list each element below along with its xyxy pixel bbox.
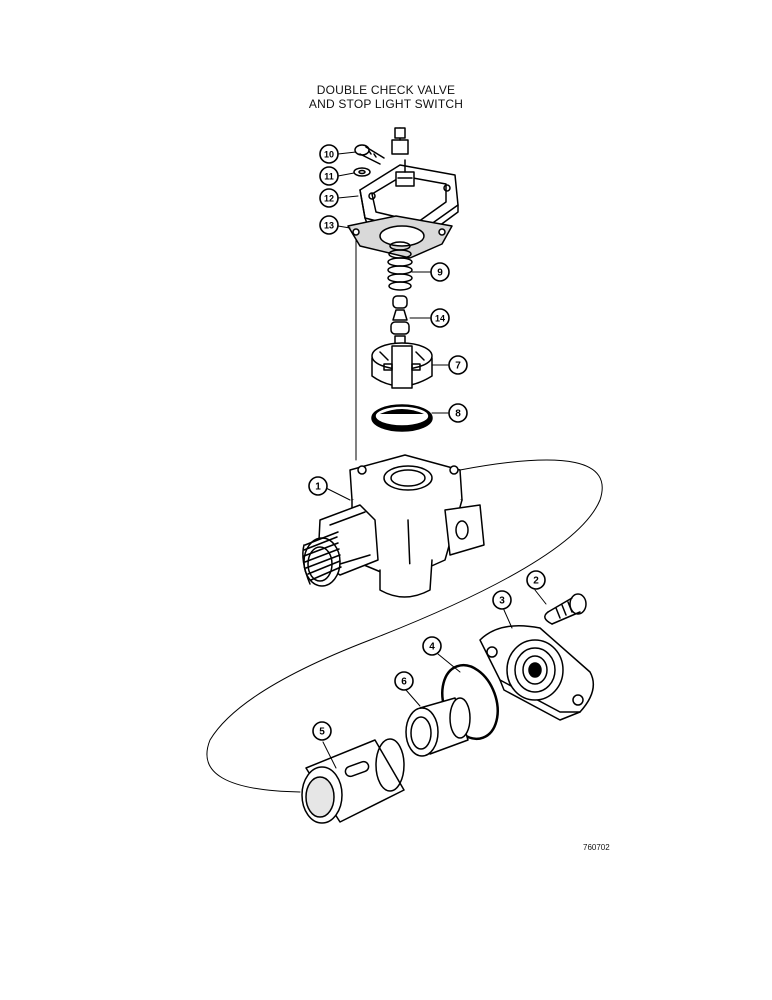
callout-circle bbox=[312, 721, 332, 741]
part-5-sleeve bbox=[301, 738, 405, 824]
callout-label: 5 bbox=[319, 727, 325, 738]
callout-label: 14 bbox=[435, 314, 445, 324]
diagram-title-line2: AND STOP LIGHT SWITCH bbox=[308, 97, 464, 111]
callout-13: 13 bbox=[319, 215, 339, 235]
callout-circle bbox=[430, 308, 450, 328]
part-1-valve-body bbox=[302, 454, 485, 598]
callout-label: 10 bbox=[324, 150, 334, 160]
part-6-valve-seat bbox=[405, 697, 471, 757]
callout-circle bbox=[308, 476, 328, 496]
part-14-plunger bbox=[390, 295, 410, 353]
part-9-spring bbox=[387, 241, 413, 291]
callout-label: 8 bbox=[455, 409, 461, 420]
callout-5: 5 bbox=[312, 721, 332, 741]
callout-circle bbox=[319, 166, 339, 186]
callout-12: 12 bbox=[319, 188, 339, 208]
diagram-title-line1: DOUBLE CHECK VALVE bbox=[316, 83, 456, 97]
figure-reference-number: 760702 bbox=[583, 843, 610, 852]
leader-lines bbox=[322, 151, 547, 769]
callout-11: 11 bbox=[319, 166, 339, 186]
callout-label: 11 bbox=[324, 172, 334, 182]
callout-circle bbox=[394, 671, 414, 691]
callout-14: 14 bbox=[430, 308, 450, 328]
part-10-screw bbox=[354, 144, 385, 165]
part-8-diaphragm bbox=[371, 404, 433, 432]
callout-label: 2 bbox=[533, 576, 539, 587]
part-11-washer bbox=[353, 167, 371, 177]
callout-label: 6 bbox=[401, 677, 407, 688]
callout-label: 9 bbox=[437, 268, 443, 279]
callout-2: 2 bbox=[526, 570, 546, 590]
callout-circle bbox=[319, 144, 339, 164]
callout-circle bbox=[492, 590, 512, 610]
callout-label: 7 bbox=[455, 361, 461, 372]
callout-7: 7 bbox=[448, 355, 468, 375]
part-2-capscrew bbox=[544, 593, 587, 625]
callout-circle bbox=[526, 570, 546, 590]
callout-circle bbox=[319, 215, 339, 235]
callout-4: 4 bbox=[422, 636, 442, 656]
callout-label: 3 bbox=[499, 596, 505, 607]
callout-1: 1 bbox=[308, 476, 328, 496]
part-13-gasket bbox=[347, 215, 453, 259]
part-7-piston bbox=[371, 342, 433, 389]
callout-3: 3 bbox=[492, 590, 512, 610]
callout-label: 12 bbox=[324, 194, 334, 204]
callout-circle bbox=[448, 403, 468, 423]
callout-circle bbox=[319, 188, 339, 208]
part-12-switch-cover bbox=[359, 127, 459, 241]
callout-circle bbox=[430, 262, 450, 282]
callout-8: 8 bbox=[448, 403, 468, 423]
callout-label: 13 bbox=[324, 221, 334, 231]
callout-9: 9 bbox=[430, 262, 450, 282]
part-3-flange-cover bbox=[479, 625, 595, 721]
callout-circle bbox=[422, 636, 442, 656]
callout-label: 1 bbox=[315, 482, 321, 493]
callout-label: 4 bbox=[429, 642, 435, 653]
callout-6: 6 bbox=[394, 671, 414, 691]
callout-circle bbox=[448, 355, 468, 375]
callout-10: 10 bbox=[319, 144, 339, 164]
